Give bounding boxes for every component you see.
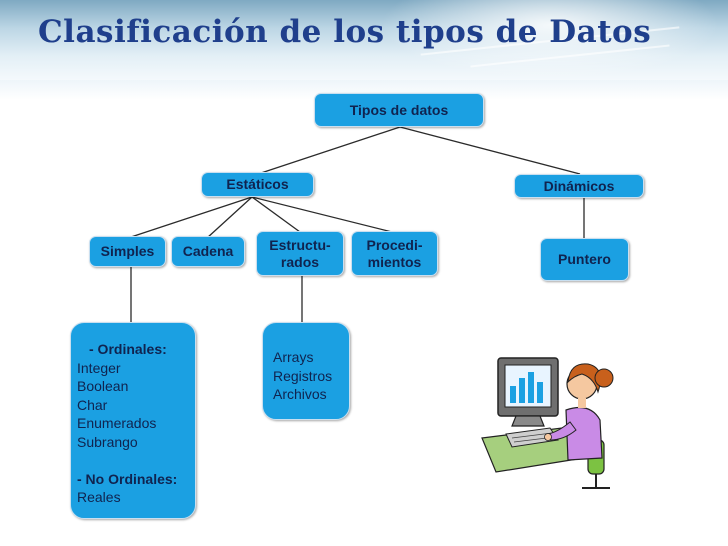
- spacer: [77, 451, 195, 470]
- connector-estaticos-estructurados: [251, 196, 301, 233]
- node-puntero-label: Puntero: [558, 251, 611, 267]
- connector-root-dinamicos: [399, 126, 581, 175]
- ordinal-item: Integer: [77, 359, 121, 376]
- node-cadena-label: Cadena: [182, 243, 234, 259]
- no-ordinales-header: - No Ordinales:: [77, 470, 178, 487]
- ordinal-item: Boolean: [77, 378, 129, 394]
- connector-estaticos-simples: [127, 196, 253, 239]
- banner-fade: [0, 80, 728, 100]
- connector-estaticos-procedimientos: [251, 196, 393, 233]
- node-estructurados-label: Estructu- rados: [269, 236, 331, 270]
- simples-detail-box: - Ordinales: Integer Boolean Char Enumer…: [70, 322, 196, 519]
- connector-estaticos-cadena: [206, 196, 253, 239]
- node-puntero: Puntero: [540, 238, 629, 281]
- node-procedimientos-label: Procedi- mientos: [366, 236, 423, 270]
- node-simples-label: Simples: [100, 243, 155, 259]
- title-banner: Clasificación de los tipos de Datos: [0, 0, 728, 80]
- node-simples: Simples: [89, 236, 166, 267]
- estructurados-detail-box: Arrays Registros Archivos: [262, 322, 350, 420]
- node-tipos-de-datos: Tipos de datos: [314, 93, 484, 127]
- node-cadena: Cadena: [171, 236, 245, 267]
- node-tipos-de-datos-label: Tipos de datos: [349, 101, 449, 118]
- no-ordinal-item: Reales: [77, 489, 121, 505]
- ordinal-item: Char: [77, 396, 108, 413]
- node-estaticos-label: Estáticos: [226, 176, 289, 192]
- estructurado-item: Registros: [273, 367, 333, 384]
- ordinal-item: Subrango: [77, 433, 138, 450]
- node-estaticos: Estáticos: [201, 172, 314, 197]
- estructurado-item: Arrays: [273, 349, 314, 365]
- node-dinamicos-label: Dinámicos: [543, 177, 615, 194]
- slide-title: Clasificación de los tipos de Datos: [38, 14, 652, 50]
- ordinal-item: Enumerados: [77, 415, 157, 431]
- connector-root-estaticos: [257, 126, 401, 175]
- node-dinamicos: Dinámicos: [514, 174, 644, 198]
- woman-at-computer-icon: [481, 357, 614, 489]
- node-estructurados: Estructu- rados: [256, 231, 344, 276]
- node-procedimientos: Procedi- mientos: [351, 231, 438, 276]
- ordinales-header: - Ordinales:: [89, 341, 167, 357]
- estructurado-item: Archivos: [273, 386, 327, 402]
